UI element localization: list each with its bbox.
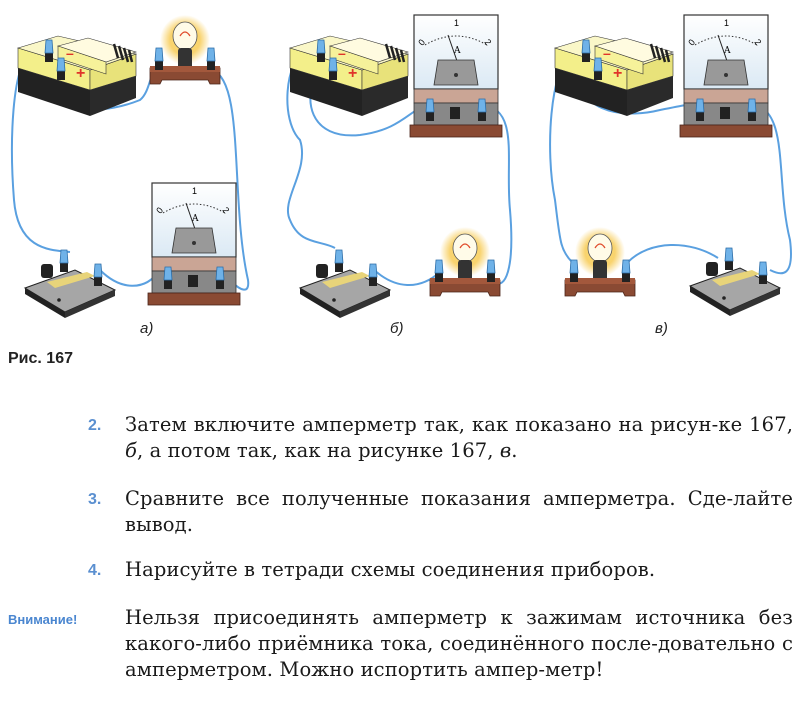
figure-167: – + 1 0 2 A [11, 0, 792, 345]
step-text: Затем включите амперметр так, как показа… [125, 412, 793, 464]
step-text-part: . [511, 439, 518, 462]
circuit-b [286, 15, 513, 318]
warning-label: Внимание! [8, 612, 78, 627]
switch-c [690, 248, 780, 316]
caption-a: а) [140, 320, 154, 337]
circuit-c [549, 15, 792, 316]
step-text-part: Затем включите амперметр так, как показа… [125, 413, 793, 436]
warning-text: Нельзя присоединять амперметр к зажимам … [125, 606, 793, 681]
step-text: Сравните все полученные показания амперм… [125, 487, 793, 536]
battery-c [555, 36, 673, 116]
step-text: Нарисуйте в тетради схемы соединения при… [125, 558, 656, 581]
figure-ref-b: б [125, 439, 138, 462]
figure-ref-c: в [499, 439, 512, 462]
caption-c: в) [655, 320, 668, 337]
battery-a [18, 36, 136, 116]
ammeter-a [148, 183, 240, 305]
switch-a [25, 250, 115, 318]
figure-label: Рис. 167 [8, 350, 73, 367]
step-text-part: , а потом так, как на рисунке 167, [137, 439, 500, 462]
ammeter-b [410, 15, 502, 137]
switch-b [300, 250, 390, 318]
step-number: 3. [88, 491, 102, 508]
caption-b: б) [390, 320, 404, 337]
lamp-a [150, 15, 220, 84]
lamp-c [565, 227, 635, 296]
step-number: 2. [88, 417, 102, 434]
step-number: 4. [88, 562, 102, 579]
ammeter-c [680, 15, 772, 137]
lamp-b [430, 227, 500, 296]
circuit-a [11, 15, 250, 318]
battery-b [290, 36, 408, 116]
